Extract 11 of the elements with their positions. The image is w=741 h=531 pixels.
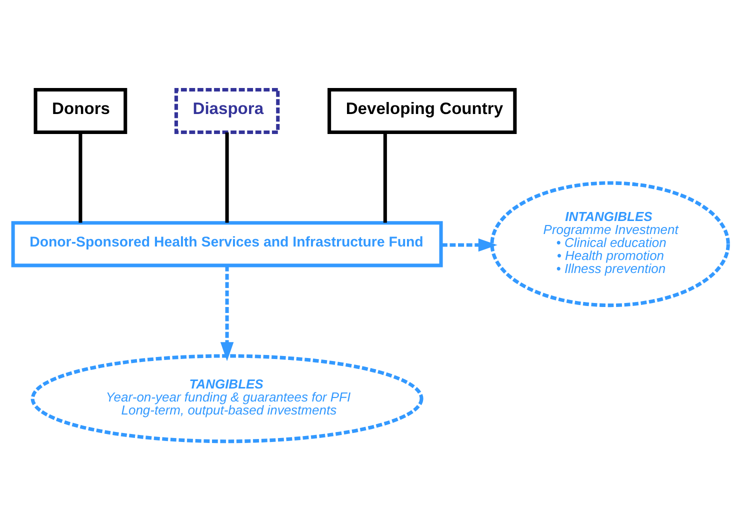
node-box: Diaspora [174,88,280,134]
connector [78,132,82,223]
arrow [220,266,234,362]
arrow [442,238,498,252]
node-ellipse: INTANGIBLES Programme Investment • Clinical education • Health promotion • Illness prevention [490,181,730,308]
node-box: Developing Country [328,88,517,134]
node-box: Donor-Sponsored Health Services and Infrastructure Fund [11,221,443,268]
node-ellipse: TANGIBLES Year-on-year funding & guarantees for PFI Long-term, output-based investments [30,354,424,444]
node-box: Donors [34,88,128,134]
connector [383,132,387,223]
connector [225,132,229,223]
